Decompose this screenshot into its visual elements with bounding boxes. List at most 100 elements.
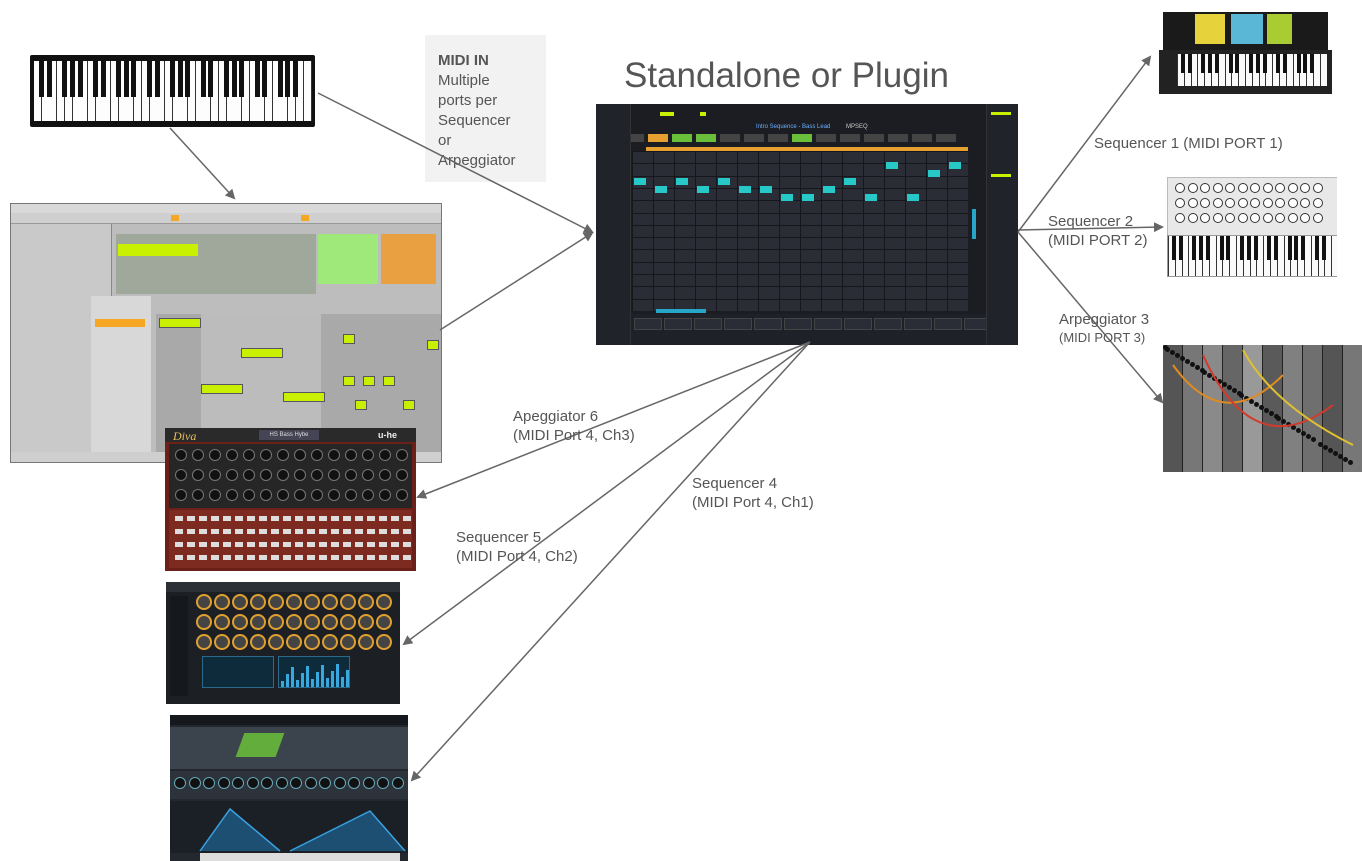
modular-jack (1239, 393, 1244, 398)
black-key (185, 61, 191, 97)
synth2-knob (1175, 213, 1185, 223)
hive-knob (340, 634, 356, 650)
diva-knob (396, 469, 408, 481)
arrow-to-synth-1 (1017, 55, 1152, 233)
hive-synth-screenshot (166, 582, 400, 704)
diva-switch (403, 529, 411, 534)
synth2-knob (1262, 213, 1273, 223)
serum-knob (203, 777, 215, 789)
diva-knob (345, 469, 357, 481)
diva-switch (187, 555, 195, 560)
hive-knob (304, 634, 320, 650)
grid-line (632, 187, 968, 189)
hive-bar (346, 670, 349, 687)
bottom-button (784, 318, 812, 330)
grid-line (674, 151, 675, 311)
hive-bar (336, 664, 339, 687)
white-key (265, 61, 273, 121)
diva-knob (311, 489, 323, 501)
synth2-knob (1275, 198, 1285, 208)
synth2-knob (1225, 198, 1235, 208)
diva-knob (209, 469, 221, 481)
sequencer-note (676, 178, 688, 185)
grid-line (779, 151, 780, 311)
diva-knob (226, 449, 238, 461)
diva-switch (211, 542, 219, 547)
black-key (1235, 54, 1240, 73)
black-key (239, 61, 245, 97)
toolbar-button (936, 134, 956, 142)
black-key (1192, 236, 1197, 260)
modular-jack (1217, 379, 1222, 384)
serum-knob (319, 777, 331, 789)
bottom-button (694, 318, 722, 330)
synth2-knob (1237, 183, 1248, 193)
hive-bar (316, 672, 319, 687)
bottom-button (844, 318, 872, 330)
black-key (92, 61, 98, 97)
grid-line (632, 163, 968, 165)
grid-line (632, 151, 633, 311)
diva-switch (379, 529, 387, 534)
key-divider (1331, 236, 1333, 276)
grid-line (632, 249, 968, 251)
grid-line (758, 151, 759, 311)
diva-switch (223, 529, 231, 534)
diva-switch (187, 529, 195, 534)
serum-knob (333, 777, 346, 789)
diva-switch (295, 555, 303, 560)
hive-knob (358, 594, 374, 610)
black-key (62, 61, 68, 97)
diva-knob (243, 449, 255, 461)
grid-line (632, 298, 968, 300)
bottom-button (814, 318, 842, 330)
black-key (1201, 54, 1206, 73)
modular-jack (1311, 437, 1316, 442)
hive-knob (214, 634, 230, 650)
serum-knob (246, 777, 259, 789)
modular-synth-image (1163, 345, 1362, 472)
toolbar-button (792, 134, 812, 142)
hive-knob (268, 614, 284, 630)
diva-switch (235, 542, 243, 547)
synth2-knob (1275, 213, 1285, 223)
hive-knob (304, 594, 320, 610)
diva-knob (362, 449, 374, 461)
toolbar-button (888, 134, 908, 142)
modular-module (1343, 345, 1362, 472)
black-key (1178, 236, 1183, 260)
sequencer-note (928, 170, 940, 177)
diva-preset: HS Bass Hybe (259, 430, 319, 440)
sequencer-note (886, 162, 898, 169)
hive-knob (286, 594, 302, 610)
modular-module (1223, 345, 1243, 472)
modular-jack (1301, 431, 1306, 436)
grid-line (632, 224, 968, 226)
diva-knob (379, 449, 391, 461)
midi-in-line: Arpeggiator (438, 152, 516, 169)
arrow-to-serum (410, 341, 811, 782)
midi-in-line: Sequencer (438, 112, 511, 129)
diva-switch (211, 516, 219, 521)
bottom-button (904, 318, 932, 330)
grid-line (863, 151, 864, 311)
modular-jack (1180, 356, 1185, 361)
hive-knob (340, 614, 356, 630)
black-key (1206, 236, 1210, 260)
diva-switch (331, 516, 339, 521)
label-arpeggiator-3: Arpeggiator 3(MIDI PORT 3) (1059, 311, 1150, 345)
white-key (49, 61, 58, 121)
sequencer-note (949, 162, 961, 169)
synth2-knob (1175, 198, 1185, 208)
diva-knob (260, 489, 272, 501)
grid-line (632, 286, 968, 288)
black-key (1219, 236, 1224, 260)
modular-jack (1207, 373, 1212, 378)
hive-knob (358, 614, 374, 630)
modular-module (1323, 345, 1343, 472)
hive-bar (331, 671, 334, 687)
modular-jack (1254, 402, 1259, 407)
black-key (1208, 54, 1213, 73)
serum-knob (290, 777, 302, 789)
hive-bar (296, 680, 299, 687)
